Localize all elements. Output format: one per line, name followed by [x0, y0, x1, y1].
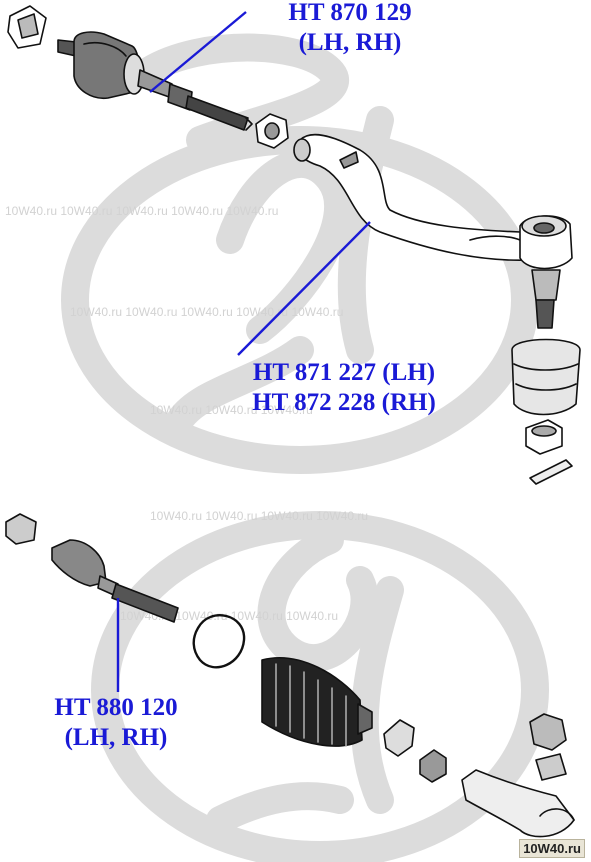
lock-plate-icon	[7, 5, 47, 49]
boot-clamp	[383, 719, 415, 757]
outer-tie-rod-end	[461, 769, 575, 838]
snap-ring	[192, 614, 246, 669]
leader-top	[149, 11, 247, 93]
label-middle: HT 871 227 (LH) HT 872 228 (RH)	[210, 358, 478, 418]
svg-text:10W40.ru 10W40.ru 10W40.ru: 10W40.ru 10W40.ru 10W40.ru 10W40.ru 10W4…	[70, 305, 343, 319]
label-bottom: HT 880 120 (LH, RH)	[20, 693, 212, 753]
dust-boot	[511, 338, 581, 416]
site-badge: 10W40.ru	[519, 839, 585, 858]
steering-boot	[261, 657, 373, 747]
inner-rod-joint	[51, 539, 179, 623]
leader-lines	[116, 11, 371, 692]
castle-nut	[525, 419, 563, 455]
label-top: HT 870 129 (LH, RH)	[256, 0, 444, 58]
svg-text:10W40.ru 10W40.ru 10W40.ru: 10W40.ru 10W40.ru 10W40.ru	[150, 403, 313, 417]
hex-nut	[255, 113, 289, 149]
label-top-line1: HT 870 129	[288, 0, 412, 26]
ball-joint-cap	[529, 713, 567, 781]
cotter-pin	[529, 459, 573, 485]
leader-middle	[237, 221, 371, 356]
svg-text:10W40.ru 10W40.ru 10W40.ru: 10W40.ru 10W40.ru 10W40.ru 10W40.ru 10W4…	[5, 204, 278, 218]
label-middle-line2: HT 872 228 (RH)	[252, 389, 436, 416]
inner-tie-rod	[57, 31, 253, 131]
label-bottom-line1: HT 880 120	[54, 694, 178, 721]
clip-icon	[5, 513, 37, 545]
label-bottom-line2: (LH, RH)	[64, 724, 168, 751]
tie-rod-end	[293, 133, 573, 329]
label-top-line2: (LH, RH)	[298, 29, 402, 56]
svg-text:10W40.ru 10W40.ru 10W40.ru: 10W40.ru 10W40.ru 10W40.ru 10W40.ru	[150, 509, 368, 523]
lock-nut	[419, 749, 447, 783]
label-middle-line1: HT 871 227 (LH)	[252, 359, 436, 386]
